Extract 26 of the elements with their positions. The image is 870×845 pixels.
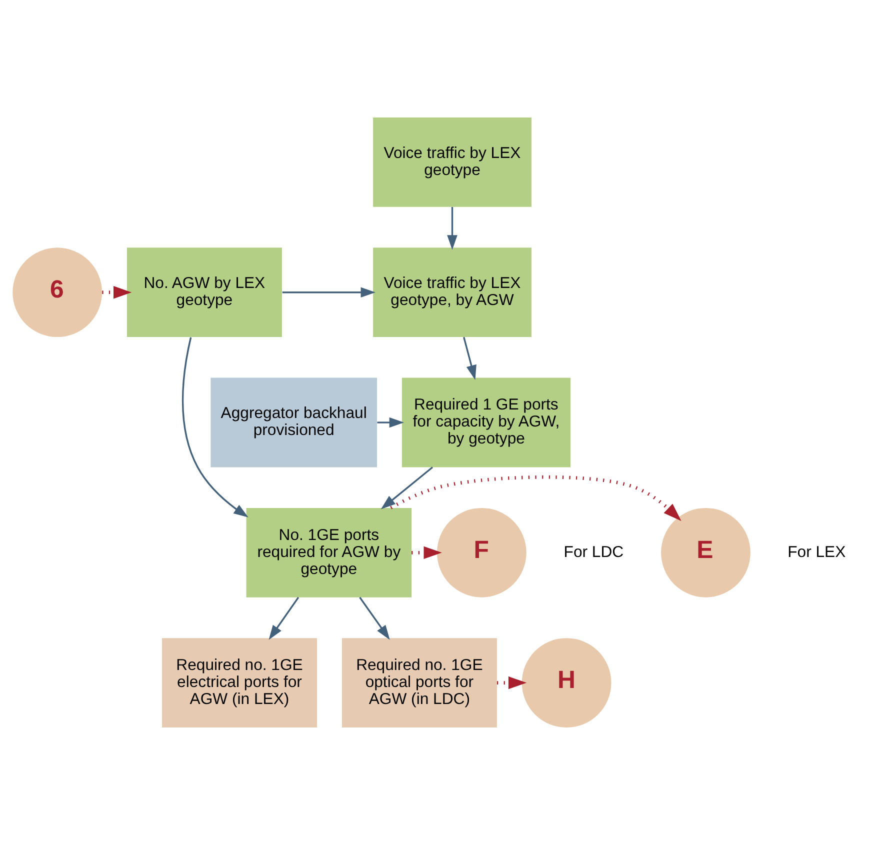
node-circle: H [522, 638, 612, 728]
node-box: No. 1GE ports required for AGW by geotype [246, 508, 412, 598]
arrow [497, 676, 527, 690]
node-label: For LEX [788, 544, 846, 561]
node-label: For LDC [564, 544, 624, 561]
node-box: No. AGW by LEX geotype [126, 248, 282, 338]
arrow [268, 596, 300, 640]
arrow [463, 336, 476, 380]
node-box: Required no. 1GE optical ports for AGW (in LDC) [342, 638, 497, 728]
node-circle: E [661, 508, 750, 598]
node-box: Required no. 1GE electrical ports for AGW (in LEX) [162, 638, 318, 728]
arrow [390, 475, 682, 521]
node-box: Voice traffic by LEX geotype [373, 118, 532, 207]
arrow [377, 417, 404, 428]
arrow [412, 546, 442, 559]
arrow [102, 286, 132, 299]
node-box: Voice traffic by LEX geotype, by AGW [373, 248, 532, 338]
node-box: Required 1 GE ports for capacity by AGW, by geotype [402, 378, 570, 468]
node-circle: F [436, 508, 526, 598]
node-box: Aggregator backhaul provisioned [210, 378, 377, 468]
arrow [359, 596, 390, 640]
arrow [380, 466, 434, 510]
arrow [282, 287, 376, 298]
arrow [447, 207, 458, 250]
arrow [182, 337, 248, 518]
node-circle: 6 [12, 248, 102, 338]
